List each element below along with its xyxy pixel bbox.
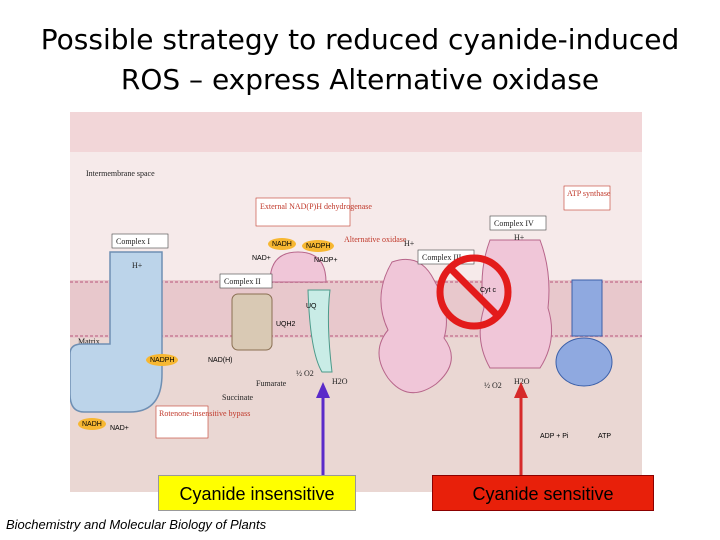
arrow-alt-oxidase-head	[316, 382, 330, 398]
nadph-top-badge	[302, 240, 334, 252]
nadh-bottom-badge	[78, 418, 106, 430]
complex-3-shape	[378, 258, 452, 394]
nadh-matrix-label: NAD(H)	[208, 357, 233, 364]
complex-4-tag	[489, 215, 547, 231]
title-line-1: Possible strategy to reduced cyanide-ind…	[40, 23, 680, 56]
rotenone-tag	[155, 405, 209, 439]
nad-plus-bottom: NAD+	[110, 425, 129, 432]
nadh-top-label: NADH	[272, 241, 292, 248]
intermembrane-label: Intermembrane space	[86, 169, 155, 178]
arrow-complex4-head	[514, 382, 528, 398]
half-o2-left: ½ O2	[296, 369, 314, 378]
nad-plus-top: NAD+	[252, 255, 271, 262]
uq-label: UQ	[306, 303, 317, 310]
complex-2-tag	[219, 273, 273, 289]
nadph-top-label: NADPH	[306, 243, 331, 250]
title-line-2: ROS – express Alternative oxidase	[120, 63, 600, 96]
alternative-oxidase-shape	[307, 289, 333, 373]
fumarate-label: Fumarate	[256, 379, 287, 388]
h-plus-c3: H+	[404, 239, 415, 248]
h-plus-c1: H+	[132, 261, 143, 270]
alternative-oxidase-label: Alternative oxidase	[344, 235, 407, 244]
source-credit: Biochemistry and Molecular Biology of Pl…	[6, 517, 267, 532]
external-dh-tag	[255, 197, 351, 227]
h2o-left: H2O	[332, 377, 348, 386]
h-plus-c4: H+	[514, 233, 525, 242]
complex-1-label: Complex I	[116, 237, 150, 246]
h2o-right: H2O	[514, 377, 530, 386]
complex-2-label: Complex II	[224, 277, 261, 286]
atp-synthase-stalk	[571, 279, 603, 337]
complex-1-shape	[70, 251, 163, 413]
atp-label: ATP	[598, 433, 611, 440]
nadp-plus-top: NADP+	[314, 257, 338, 264]
cyanide-sensitive-caption: Cyanide sensitive	[432, 475, 654, 511]
succinate-label: Succinate	[222, 393, 254, 402]
complex-3-label: Complex III	[422, 253, 462, 262]
nadh-top-badge	[268, 238, 296, 250]
atp-synthase-head	[555, 337, 613, 387]
matrix-label: Matrix	[78, 337, 100, 346]
half-o2-right: ½ O2	[484, 381, 502, 390]
complex-1-tag	[111, 233, 169, 249]
complex-4-label: Complex IV	[494, 219, 534, 228]
atp-synthase-tag	[563, 185, 611, 211]
cyt-c-label: Cyt c	[480, 287, 496, 294]
uqh2-label: UQH2	[276, 321, 296, 328]
electron-transport-diagram: Intermembrane space Matrix Complex I H+ …	[70, 112, 642, 492]
cyanide-insensitive-caption: Cyanide insensitive	[158, 475, 356, 511]
complex-2-shape	[231, 293, 273, 351]
external-dh-label: External NAD(P)H dehydrogenase	[260, 202, 372, 211]
nadh-bottom-label: NADH	[82, 421, 102, 428]
adp-pi-label: ADP + Pi	[540, 433, 569, 440]
top-border-strip	[70, 112, 642, 152]
nadph-matrix-badge	[146, 354, 178, 366]
slide-title: Possible strategy to reduced cyanide-ind…	[0, 20, 720, 100]
nadph-matrix-label: NADPH	[150, 357, 175, 364]
external-dh-shape	[269, 251, 327, 283]
atp-synthase-label: ATP synthase	[567, 189, 611, 198]
no-sign	[436, 254, 512, 330]
rotenone-label: Rotenone-insensitive bypass	[159, 409, 250, 418]
